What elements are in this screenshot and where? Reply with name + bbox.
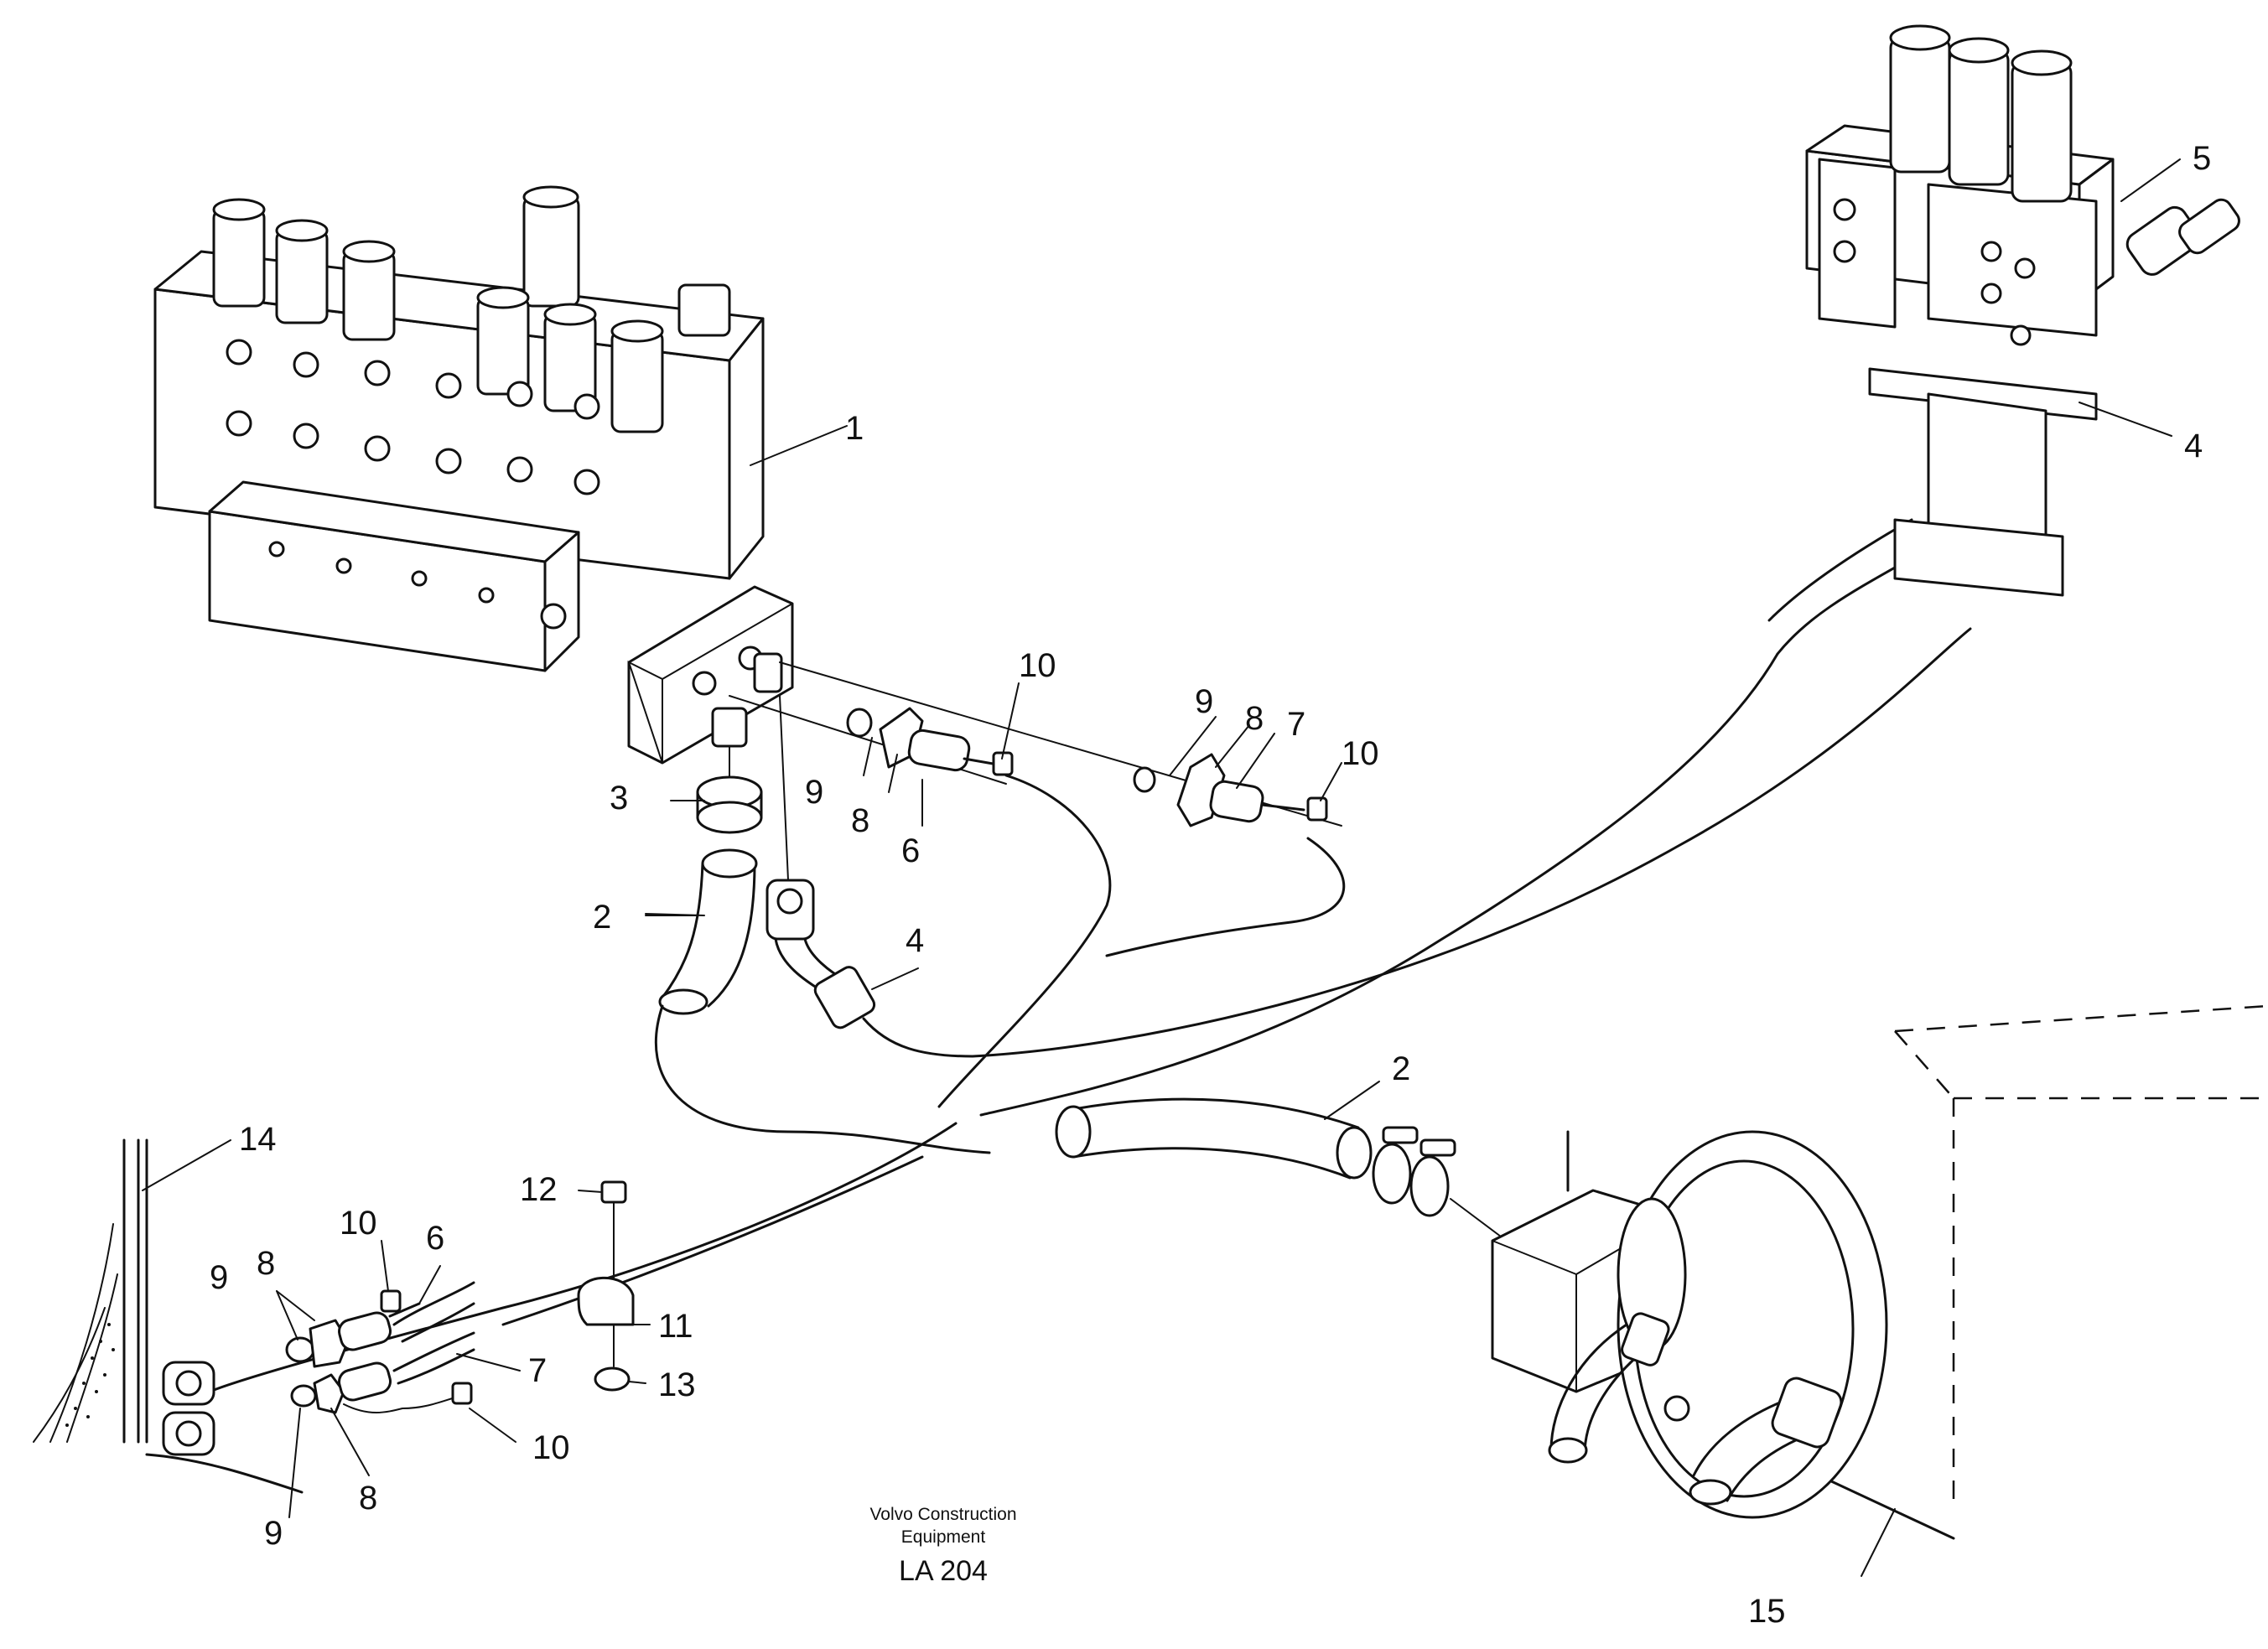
callout-3: 3	[610, 780, 628, 817]
callout-5: 5	[2193, 140, 2211, 177]
callout-7: 7	[528, 1352, 547, 1389]
company-name-line1: Volvo Construction	[869, 1505, 1016, 1524]
valve-ports	[226, 339, 600, 630]
callout-12: 12	[520, 1171, 558, 1208]
diagram-footer: Volvo Construction Equipment LA 204	[869, 1505, 1016, 1587]
control-valve-block	[153, 185, 765, 672]
company-name-line2: Equipment	[901, 1527, 986, 1547]
callout-8: 8	[359, 1480, 377, 1517]
solenoid-group	[212, 185, 731, 433]
callout-9: 9	[805, 774, 823, 811]
frame-14	[33, 1138, 304, 1494]
callout-14: 14	[239, 1121, 277, 1158]
hose-2-long	[1055, 1097, 1373, 1180]
callout-10: 10	[1019, 647, 1056, 684]
flange-fittings-upper	[846, 707, 1328, 827]
callout-6: 6	[901, 832, 920, 869]
callout-1: 1	[845, 410, 864, 447]
callout-4: 4	[2184, 428, 2203, 464]
elbow-fitting-4	[766, 879, 876, 1029]
callout-7: 7	[1287, 706, 1305, 743]
callout-10: 10	[1342, 735, 1379, 772]
callout-9: 9	[1195, 683, 1213, 720]
callout-8: 8	[1245, 700, 1264, 737]
adapter-block	[627, 585, 794, 765]
frame-dither	[65, 1323, 115, 1427]
callout-labels: 1 2 2 3 4 4 5 6 6 7 7 8 8 8 8 9 9 9 9 10…	[210, 140, 2211, 1630]
callout-8: 8	[851, 802, 869, 839]
callout-2: 2	[1392, 1050, 1410, 1087]
callout-9: 9	[264, 1515, 283, 1552]
callout-10: 10	[340, 1205, 377, 1242]
callout-15: 15	[1748, 1593, 1786, 1630]
callout-10: 10	[532, 1429, 570, 1466]
pilot-valve-5	[1805, 24, 2240, 597]
hose-clamp-pair	[1372, 1126, 1502, 1237]
callout-13: 13	[658, 1366, 696, 1403]
callout-4: 4	[906, 922, 924, 959]
hose-2-short	[658, 848, 758, 1015]
hose-clamp-3	[696, 775, 763, 834]
assembly-guide-lines	[729, 661, 1342, 881]
callout-6: 6	[426, 1220, 444, 1257]
clip-bolt-nut	[577, 1180, 635, 1392]
hydraulic-tank-15	[1491, 1004, 2268, 1540]
callout-11: 11	[658, 1308, 693, 1345]
drawing-code: LA 204	[899, 1555, 988, 1587]
callout-2: 2	[593, 899, 611, 936]
leader-lines	[142, 158, 2181, 1577]
flange-fittings-lower	[285, 1281, 475, 1414]
callout-9: 9	[210, 1259, 228, 1296]
callout-8: 8	[257, 1245, 275, 1282]
